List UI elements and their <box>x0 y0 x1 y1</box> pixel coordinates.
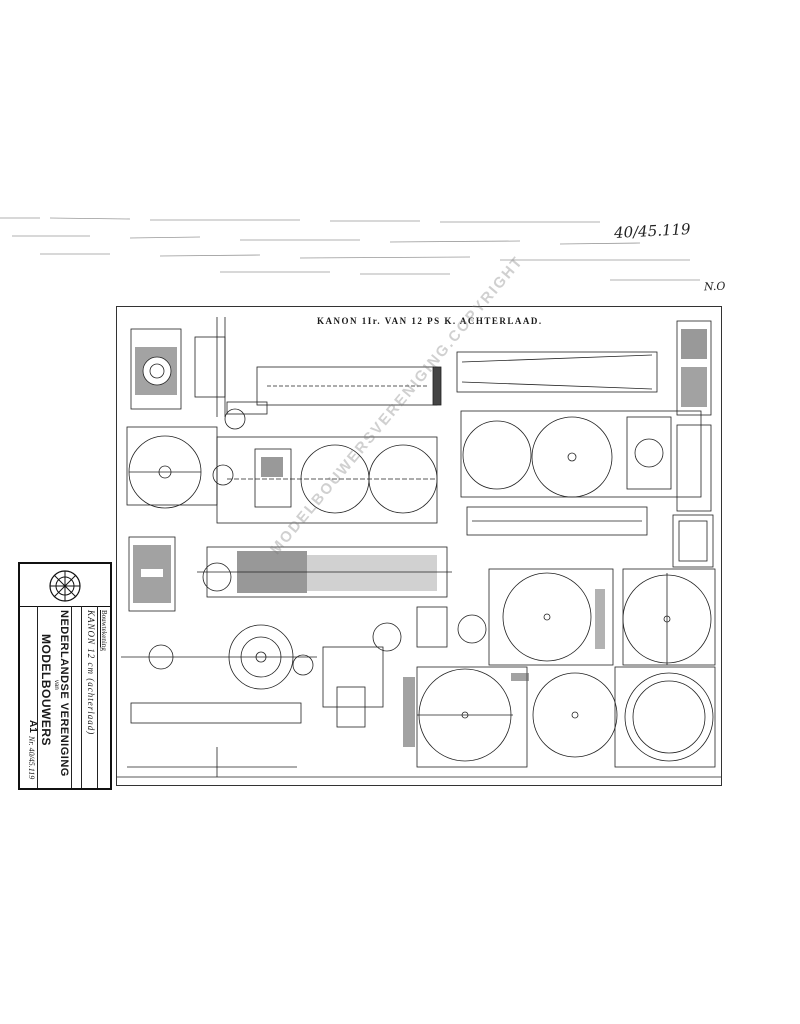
handwritten-mark: N.O <box>703 279 726 294</box>
technical-drawing <box>117 317 721 778</box>
drawing-title: KANON 1Ir. VAN 12 PS K. ACHTERLAAD. <box>317 316 543 326</box>
title-block-heading: Bouwtekening <box>100 610 108 651</box>
scan-noise <box>0 217 700 281</box>
title-block-content: Bouwtekening KANON 12 cm (achterlaad) NE… <box>20 564 110 788</box>
title-block-text: Bouwtekening KANON 12 cm (achterlaad) NE… <box>20 606 110 788</box>
organisation-name-line1: NEDERLANDSE VERENIGING <box>58 610 70 777</box>
organisation-name-line2: van <box>53 680 59 690</box>
drawing-sheet: KANON 1Ir. VAN 12 PS K. ACHTERLAAD. MODE… <box>116 253 722 786</box>
title-block: Bouwtekening KANON 12 cm (achterlaad) NE… <box>18 562 112 790</box>
organisation-name-line3: MODELBOUWERS <box>39 634 53 746</box>
drawing-number: Nr. 40/45.119 <box>27 736 36 780</box>
sheet-format: A1 <box>27 720 38 733</box>
drawing-name: KANON 12 cm (achterlaad) <box>86 610 96 736</box>
society-emblem-icon <box>20 566 110 607</box>
